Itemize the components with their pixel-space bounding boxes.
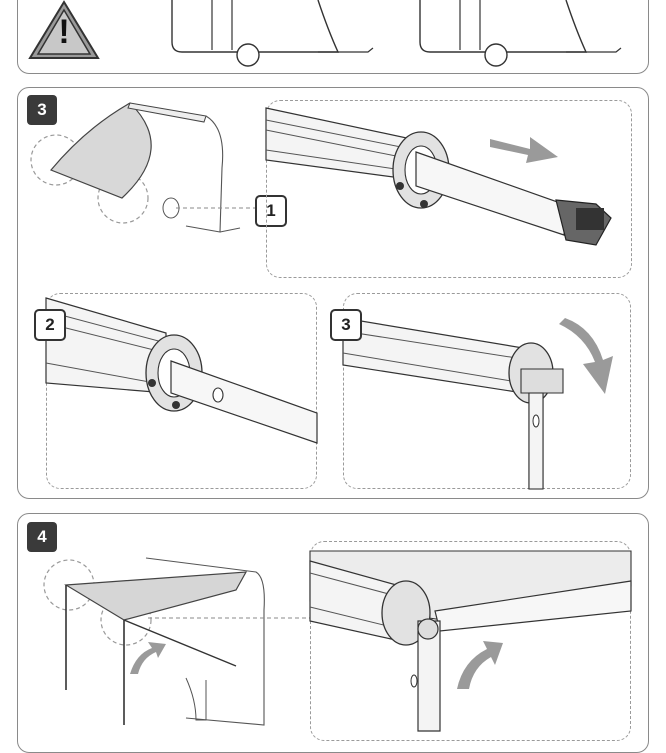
caravan-illustration-left xyxy=(171,0,374,67)
rail-detail-illustration-3 xyxy=(342,317,564,490)
callout-1: 1 xyxy=(255,195,287,227)
step-4-badge: 4 xyxy=(27,522,57,552)
rail-detail-illustration-2 xyxy=(45,297,318,444)
detail-box-2 xyxy=(46,293,317,489)
warning-exclamation: ! xyxy=(58,13,70,51)
awning-extended-illustration xyxy=(43,557,312,726)
arrow-curve-down-icon xyxy=(559,318,613,394)
arm-lock-illustration xyxy=(309,550,632,732)
detail-box-1 xyxy=(266,100,632,278)
arrow-right-icon xyxy=(490,137,558,163)
detail-box-3 xyxy=(343,293,631,489)
caravan-illustration-right xyxy=(419,0,622,67)
warning-triangle-icon xyxy=(28,0,100,59)
awning-overview-illustration xyxy=(30,102,256,233)
callout-3: 3 xyxy=(330,309,362,341)
arrow-curve-up-icon xyxy=(130,642,166,674)
step-3-badge: 3 xyxy=(27,95,57,125)
arrow-curve-up-icon-large xyxy=(457,641,503,689)
rail-pull-out-illustration xyxy=(265,107,612,246)
callout-2: 2 xyxy=(34,309,66,341)
